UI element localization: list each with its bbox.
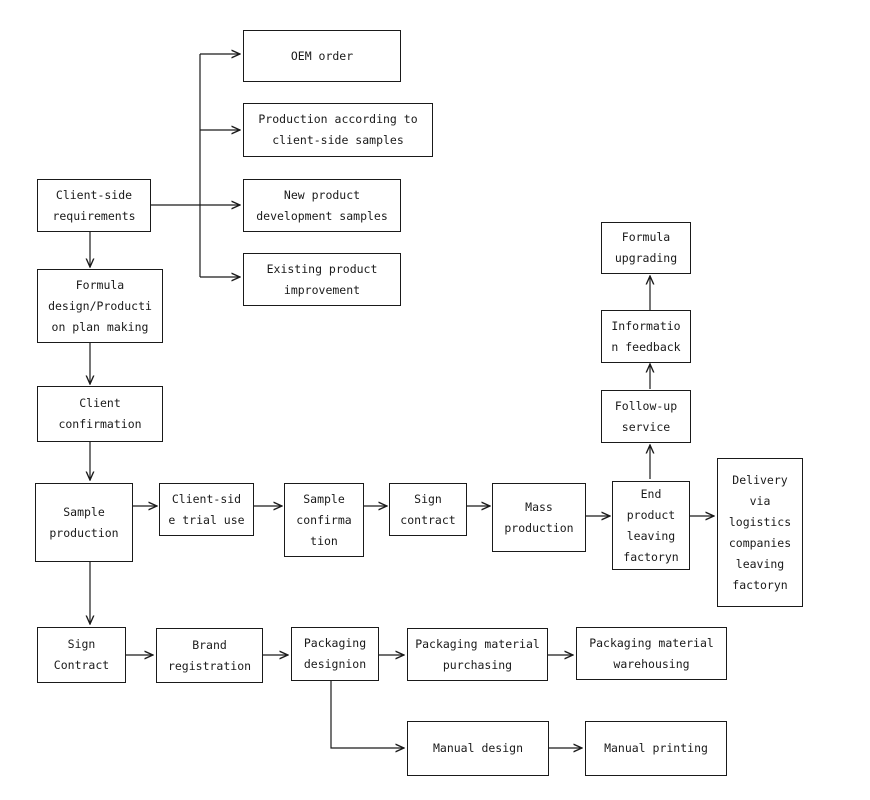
- node-mass-production: Mass production: [492, 483, 586, 552]
- node-manual-printing-label: Manual printing: [604, 741, 708, 755]
- node-mass-production-label: Mass production: [504, 499, 574, 535]
- node-client-trial-label: Client-sid e trial use: [168, 491, 245, 527]
- node-sign-contract-2: Sign Contract: [37, 627, 126, 683]
- connector-packaging-to-manual: [330, 681, 404, 748]
- node-followup-service-label: Follow-up service: [614, 398, 678, 434]
- node-packaging-purchasing: Packaging material purchasing: [407, 628, 548, 681]
- node-information-feedback: Informatio n feedback: [601, 310, 691, 363]
- node-information-feedback-label: Informatio n feedback: [611, 318, 681, 354]
- node-client-trial: Client-sid e trial use: [159, 483, 254, 536]
- node-manual-design: Manual design: [407, 721, 549, 776]
- node-new-product-label: New product development samples: [256, 187, 388, 223]
- node-end-product: End product leaving factoryn: [612, 481, 690, 570]
- node-formula-design: Formula design/Producti on plan making: [37, 269, 163, 343]
- node-sample-confirmation-label: Sample confirma tion: [296, 491, 352, 548]
- node-client-confirmation: Client confirmation: [37, 386, 163, 442]
- node-existing-product-label: Existing product improvement: [266, 261, 378, 297]
- node-brand-registration: Brand registration: [156, 628, 263, 683]
- node-sign-contract-2-label: Sign Contract: [53, 637, 110, 672]
- node-packaging-design-label: Packaging designion: [303, 636, 367, 671]
- node-packaging-purchasing-label: Packaging material purchasing: [415, 636, 540, 672]
- node-client-requirements: Client-side requirements: [37, 179, 151, 232]
- node-production-samples-label: Production according to client-side samp…: [258, 112, 418, 147]
- node-sign-contract-1-label: Sign contract: [400, 491, 456, 527]
- node-client-requirements-label: Client-side requirements: [52, 187, 136, 223]
- node-formula-upgrading-label: Formula upgrading: [614, 230, 678, 265]
- node-oem-order: OEM order: [243, 30, 401, 82]
- node-packaging-design: Packaging designion: [291, 627, 379, 681]
- node-formula-upgrading: Formula upgrading: [601, 222, 691, 274]
- node-packaging-warehousing-label: Packaging material warehousing: [589, 635, 714, 671]
- node-delivery: Delivery via logistics companies leaving…: [717, 458, 803, 607]
- node-oem-order-label: OEM order: [290, 48, 354, 63]
- node-sign-contract-1: Sign contract: [389, 483, 467, 536]
- node-client-confirmation-label: Client confirmation: [58, 396, 142, 431]
- node-brand-registration-label: Brand registration: [167, 637, 252, 673]
- node-manual-design-label: Manual design: [432, 741, 523, 755]
- node-sample-confirmation: Sample confirma tion: [284, 483, 364, 557]
- node-production-samples: Production according to client-side samp…: [243, 103, 433, 157]
- node-formula-design-label: Formula design/Producti on plan making: [48, 277, 152, 334]
- node-followup-service: Follow-up service: [601, 390, 691, 443]
- node-delivery-label: Delivery via logistics companies leaving…: [728, 472, 792, 592]
- node-sample-production: Sample production: [35, 483, 133, 562]
- node-new-product: New product development samples: [243, 179, 401, 232]
- node-manual-printing: Manual printing: [585, 721, 727, 776]
- node-end-product-label: End product leaving factoryn: [623, 486, 679, 564]
- node-sample-production-label: Sample production: [49, 504, 119, 540]
- node-packaging-warehousing: Packaging material warehousing: [576, 627, 727, 680]
- node-existing-product: Existing product improvement: [243, 253, 401, 306]
